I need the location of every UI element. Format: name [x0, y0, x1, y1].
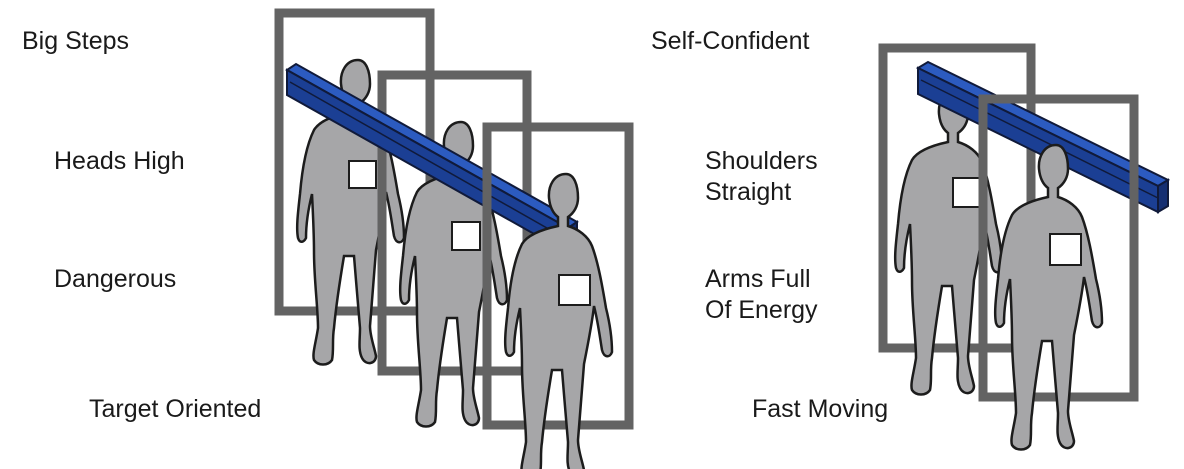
badge-rect [953, 178, 982, 207]
label-shoulders-straight: Shoulders Straight [705, 146, 818, 208]
label-heads-high: Heads High [54, 146, 185, 177]
label-fast-moving: Fast Moving [752, 394, 888, 425]
label-big-steps: Big Steps [22, 26, 129, 57]
left-group [279, 13, 629, 469]
badge-rect [452, 222, 480, 250]
label-line: Of Energy [705, 295, 818, 326]
label-target-oriented: Target Oriented [89, 394, 261, 425]
right-group [883, 48, 1168, 450]
label-dangerous: Dangerous [54, 264, 176, 295]
badge-rect [1050, 234, 1081, 265]
label-line: Arms Full [705, 264, 818, 295]
label-self-confident: Self-Confident [651, 26, 809, 57]
label-arms-full-of-energy: Arms Full Of Energy [705, 264, 818, 326]
person-silhouette [995, 145, 1102, 450]
label-line: Straight [705, 177, 818, 208]
label-line: Shoulders [705, 146, 818, 177]
badge-rect [559, 275, 590, 305]
badge-rect [349, 161, 376, 188]
